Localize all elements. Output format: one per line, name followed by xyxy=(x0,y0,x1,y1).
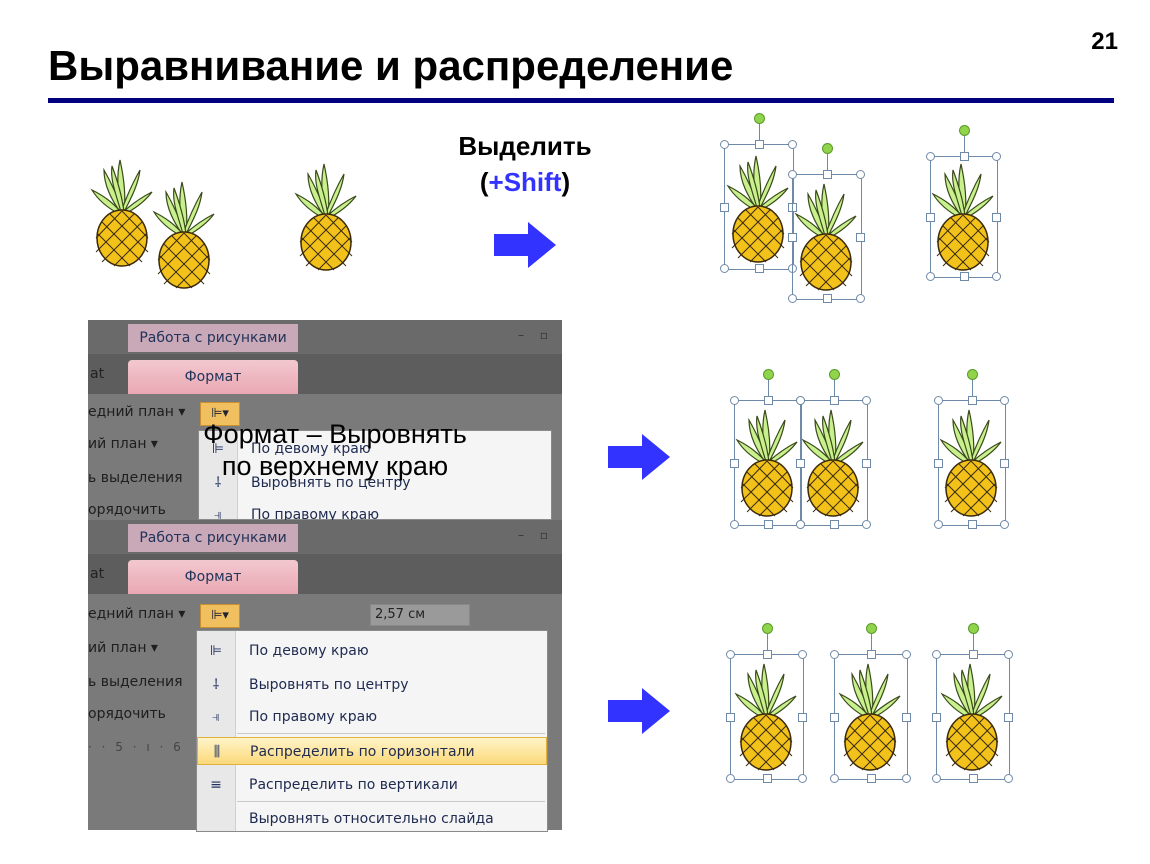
menu-item-align-center[interactable]: ⸸Выровнять по центру xyxy=(199,469,551,497)
tab-stub[interactable]: at xyxy=(90,566,105,582)
select-instruction: Выделить (+Shift) xyxy=(420,128,630,200)
window-controls[interactable]: – ▫ xyxy=(518,328,554,342)
pineapple-image[interactable] xyxy=(735,406,799,518)
paren-close: ) xyxy=(561,167,571,197)
selection-box[interactable] xyxy=(726,623,807,783)
ribbon-item[interactable]: орядочить xyxy=(88,502,166,518)
tab-format[interactable]: Формат xyxy=(128,560,298,594)
ribbon-item[interactable]: орядочить xyxy=(88,706,166,722)
slide-title: Выравнивание и распределение xyxy=(48,42,734,89)
pineapple-image[interactable] xyxy=(152,178,216,290)
ribbon-item[interactable]: ий план ▾ xyxy=(88,640,158,656)
pineapple-image[interactable] xyxy=(294,160,358,272)
align-right-icon: ⫣ xyxy=(211,709,221,725)
title-underline xyxy=(48,98,1114,103)
pineapple-image[interactable] xyxy=(90,156,154,268)
selection-box[interactable] xyxy=(788,143,865,303)
pineapple-image[interactable] xyxy=(726,152,790,264)
height-field[interactable]: 2,57 см xyxy=(370,604,470,626)
distribute-horizontal-icon: ⫼ xyxy=(213,744,221,760)
paren-open: ( xyxy=(479,167,489,197)
menu-item-distribute-vertical[interactable]: ≡Распределить по вертикали xyxy=(197,771,547,799)
tab-stub[interactable]: at xyxy=(90,366,105,382)
menu-item-align-to-slide[interactable]: Выровнять относительно слайда xyxy=(249,811,494,827)
selection-box[interactable] xyxy=(932,623,1013,783)
pineapple-image[interactable] xyxy=(838,660,902,772)
selection-box[interactable] xyxy=(926,125,1001,281)
ribbon-item[interactable]: ий план ▾ xyxy=(88,436,158,452)
menu-item-align-center[interactable]: ⸸Выровнять по центру xyxy=(197,671,547,699)
slide-number: 21 xyxy=(1091,28,1118,55)
align-center-icon: ⸸ xyxy=(214,475,222,491)
arrow-right-icon xyxy=(608,434,670,480)
overlay-caption-line1: Формат – Выровнять xyxy=(203,419,467,449)
align-menu: ⊫По девому краю ⸸Выровнять по центру ⫣По… xyxy=(198,430,552,520)
arrow-right-icon xyxy=(608,688,670,734)
selection-box[interactable] xyxy=(830,623,911,783)
ruler: · · 5 · ı · 6 xyxy=(88,740,184,754)
overlay-caption-line2: по верхнему краю xyxy=(221,451,449,481)
selection-box[interactable] xyxy=(934,369,1009,529)
shift-key-label: +Shift xyxy=(488,167,562,197)
ribbon-screenshot-top: Работа с рисунками – ▫ at Формат едний пла… xyxy=(88,320,562,520)
overlay-caption: Формат – Выровнять по верхнему краю xyxy=(150,418,520,482)
pineapple-image[interactable] xyxy=(931,160,995,272)
ribbon-item[interactable]: ь выделения xyxy=(88,674,183,690)
selection-box[interactable] xyxy=(796,369,871,529)
align-button[interactable]: ⊫▾ xyxy=(200,402,240,426)
select-label-line1: Выделить xyxy=(458,131,592,161)
align-right-icon: ⫣ xyxy=(213,507,223,520)
menu-item-align-right[interactable]: ⫣По правому краю xyxy=(197,703,547,731)
align-left-icon: ⊫ xyxy=(211,441,225,457)
tab-format[interactable]: Формат xyxy=(128,360,298,394)
menu-item-distribute-horizontal[interactable]: ⫼Распределить по горизонтали xyxy=(197,737,547,765)
context-tab-label: Работа с рисунками xyxy=(128,524,298,552)
menu-item-align-left[interactable]: ⊫По девому краю xyxy=(199,435,551,463)
pineapple-image[interactable] xyxy=(734,660,798,772)
menu-item-align-left[interactable]: ⊫По девому краю xyxy=(197,637,547,665)
align-menu-open: ⊫По девому краю ⸸Выровнять по центру ⫣По… xyxy=(196,630,548,832)
ribbon-item[interactable]: едний план ▾ xyxy=(88,404,186,420)
pineapple-image[interactable] xyxy=(794,180,858,292)
window-controls[interactable]: – ▫ xyxy=(518,528,554,542)
pineapple-image[interactable] xyxy=(801,406,865,518)
distribute-vertical-icon: ≡ xyxy=(210,777,222,793)
select-label-line2: (+Shift) xyxy=(420,164,630,200)
arrow-right-icon xyxy=(494,222,556,268)
align-button[interactable]: ⊫▾ xyxy=(200,604,240,628)
pineapple-image[interactable] xyxy=(939,406,1003,518)
context-tab-label: Работа с рисунками xyxy=(128,324,298,352)
align-left-icon: ⊫ xyxy=(209,643,223,659)
menu-item-align-right[interactable]: ⫣По правому краю xyxy=(199,501,551,520)
align-left-icon: ⊫▾ xyxy=(211,406,229,421)
pineapple-image[interactable] xyxy=(940,660,1004,772)
align-left-icon: ⊫▾ xyxy=(211,608,229,623)
ribbon-item[interactable]: ь выделения xyxy=(88,470,183,486)
ribbon-item[interactable]: едний план ▾ xyxy=(88,606,186,622)
align-center-icon: ⸸ xyxy=(212,677,220,693)
